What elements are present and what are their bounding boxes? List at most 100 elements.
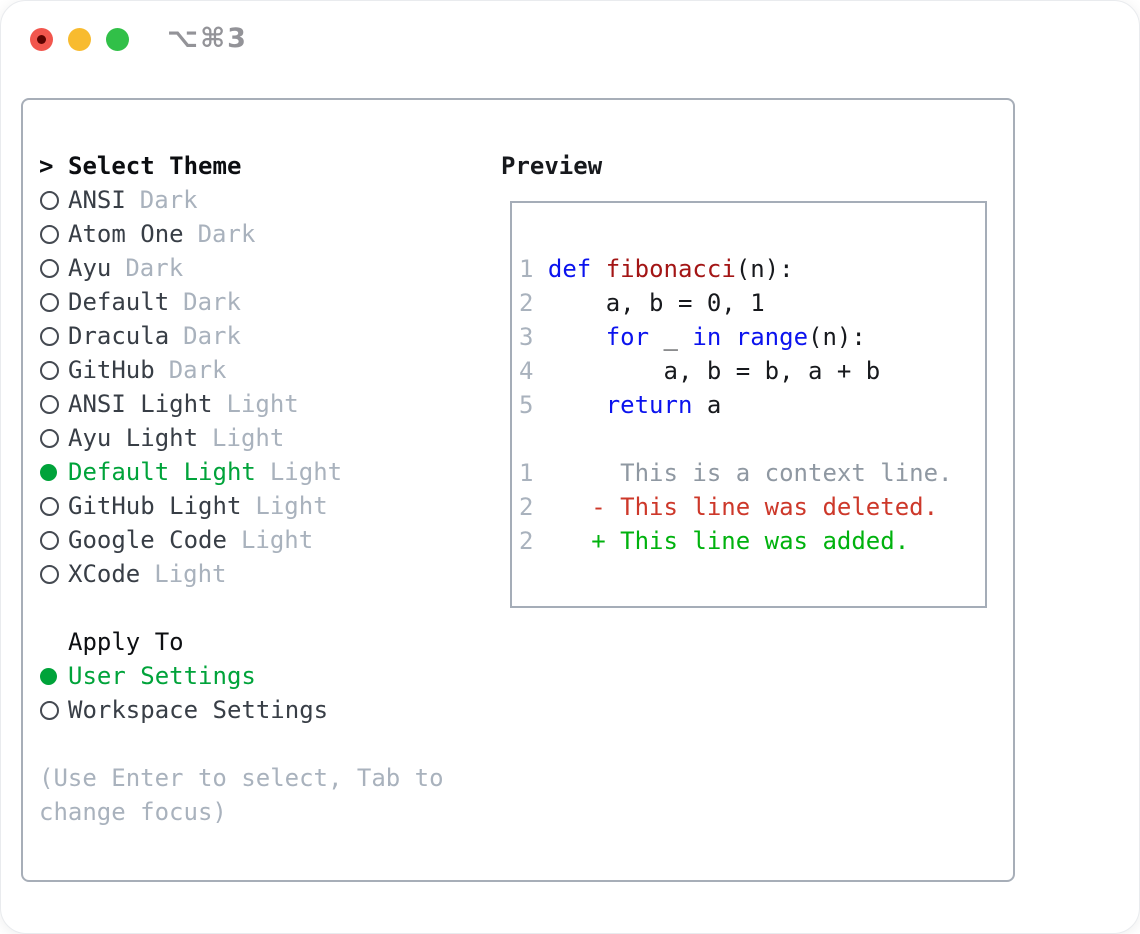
theme-option-github[interactable]: GitHub Dark bbox=[39, 353, 444, 387]
radio-icon bbox=[40, 360, 59, 380]
line-number bbox=[519, 425, 548, 453]
theme-name: XCode bbox=[68, 560, 141, 588]
help-line-2: change focus) bbox=[39, 798, 227, 826]
theme-option-default[interactable]: Default Dark bbox=[39, 285, 444, 319]
line-number: 3 bbox=[519, 323, 548, 351]
code-line: 2 a, b = 0, 1 bbox=[519, 286, 952, 320]
help-text: (Use Enter to select, Tab to change focu… bbox=[39, 761, 444, 829]
theme-variant-badge: Dark bbox=[197, 220, 256, 248]
radio-icon bbox=[40, 190, 59, 210]
radio-icon bbox=[40, 224, 59, 244]
radio-marker bbox=[39, 292, 68, 312]
apply-to-title: Apply To bbox=[68, 628, 184, 656]
theme-name: Default Light bbox=[68, 458, 256, 486]
radio-icon bbox=[40, 258, 59, 278]
code-line: 5 return a bbox=[519, 388, 952, 422]
theme-variant-badge: Light bbox=[212, 424, 285, 452]
radio-marker bbox=[39, 326, 68, 346]
line-number: 4 bbox=[519, 357, 548, 385]
radio-marker bbox=[39, 428, 68, 448]
code-line: 2 - This line was deleted. bbox=[519, 490, 952, 524]
radio-icon bbox=[40, 530, 59, 550]
line-number: 2 bbox=[519, 527, 548, 555]
radio-marker bbox=[39, 258, 68, 278]
theme-variant-badge: Dark bbox=[168, 356, 227, 384]
code-token: This is a context line. bbox=[547, 459, 953, 487]
code-token: a, b = 0, 1 bbox=[547, 289, 765, 317]
code-token: - This line was deleted. bbox=[547, 493, 939, 521]
preview-title: Preview bbox=[501, 152, 603, 180]
radio-marker bbox=[39, 394, 68, 414]
theme-option-google-code[interactable]: Google Code Light bbox=[39, 523, 444, 557]
code-token bbox=[548, 323, 606, 351]
code-token: def bbox=[547, 255, 592, 283]
radio-marker bbox=[39, 667, 68, 685]
apply-option-name: User Settings bbox=[68, 662, 256, 690]
theme-variant-badge: Light bbox=[255, 492, 328, 520]
radio-marker bbox=[39, 190, 68, 210]
theme-option-ayu-light[interactable]: Ayu Light Light bbox=[39, 421, 444, 455]
code-line: 1 This is a context line. bbox=[519, 456, 952, 490]
theme-name: Dracula bbox=[68, 322, 170, 350]
theme-variant-badge: Dark bbox=[183, 288, 241, 316]
theme-name: GitHub bbox=[68, 356, 155, 384]
theme-variant-badge: Light bbox=[240, 526, 314, 554]
theme-name: Ayu Light bbox=[68, 424, 199, 452]
theme-name: Default bbox=[68, 288, 170, 316]
code-token: a, b = b, a + b bbox=[547, 357, 881, 385]
theme-variant-badge: Light bbox=[154, 560, 227, 588]
apply-option-user-settings[interactable]: User Settings bbox=[39, 659, 444, 693]
radio-icon bbox=[40, 428, 59, 448]
line-number: 2 bbox=[519, 289, 548, 317]
theme-name: Google Code bbox=[68, 526, 227, 554]
radio-marker bbox=[39, 463, 68, 481]
theme-variant-badge: Dark bbox=[183, 322, 241, 350]
apply-option-workspace-settings[interactable]: Workspace Settings bbox=[39, 693, 444, 727]
code-token bbox=[591, 255, 605, 283]
code-token bbox=[721, 323, 735, 351]
theme-variant-badge: Light bbox=[226, 390, 299, 418]
code-token: (n): bbox=[735, 255, 794, 283]
close-dot-icon bbox=[37, 35, 46, 44]
line-number: 1 bbox=[519, 459, 548, 487]
radio-icon bbox=[40, 700, 59, 720]
radio-marker bbox=[39, 360, 68, 380]
code-line: 4 a, b = b, a + b bbox=[519, 354, 952, 388]
code-line: 3 for _ in range(n): bbox=[519, 320, 952, 354]
theme-name: ANSI bbox=[68, 186, 126, 214]
radio-marker bbox=[39, 224, 68, 244]
theme-option-dracula[interactable]: Dracula Dark bbox=[39, 319, 444, 353]
code-token: + This line was added. bbox=[547, 527, 910, 555]
code-line bbox=[519, 422, 952, 456]
code-line: 1 def fibonacci(n): bbox=[519, 252, 952, 286]
titlebar bbox=[30, 28, 144, 51]
radio-icon bbox=[40, 564, 59, 584]
minimize-button[interactable] bbox=[68, 28, 91, 51]
code-token: (n): bbox=[808, 323, 866, 351]
close-button[interactable] bbox=[30, 28, 53, 51]
theme-option-xcode[interactable]: XCode Light bbox=[39, 557, 444, 591]
select-theme-header: > Select Theme bbox=[39, 149, 444, 183]
window-title: ⌥⌘3 bbox=[167, 23, 248, 54]
cursor-marker: > bbox=[39, 152, 68, 180]
radio-marker bbox=[39, 496, 68, 516]
radio-icon bbox=[40, 496, 59, 516]
line-number: 2 bbox=[519, 493, 548, 521]
code-token: fibonacci bbox=[605, 255, 736, 283]
zoom-button[interactable] bbox=[106, 28, 129, 51]
code-token bbox=[548, 391, 606, 419]
radio-marker bbox=[39, 564, 68, 584]
